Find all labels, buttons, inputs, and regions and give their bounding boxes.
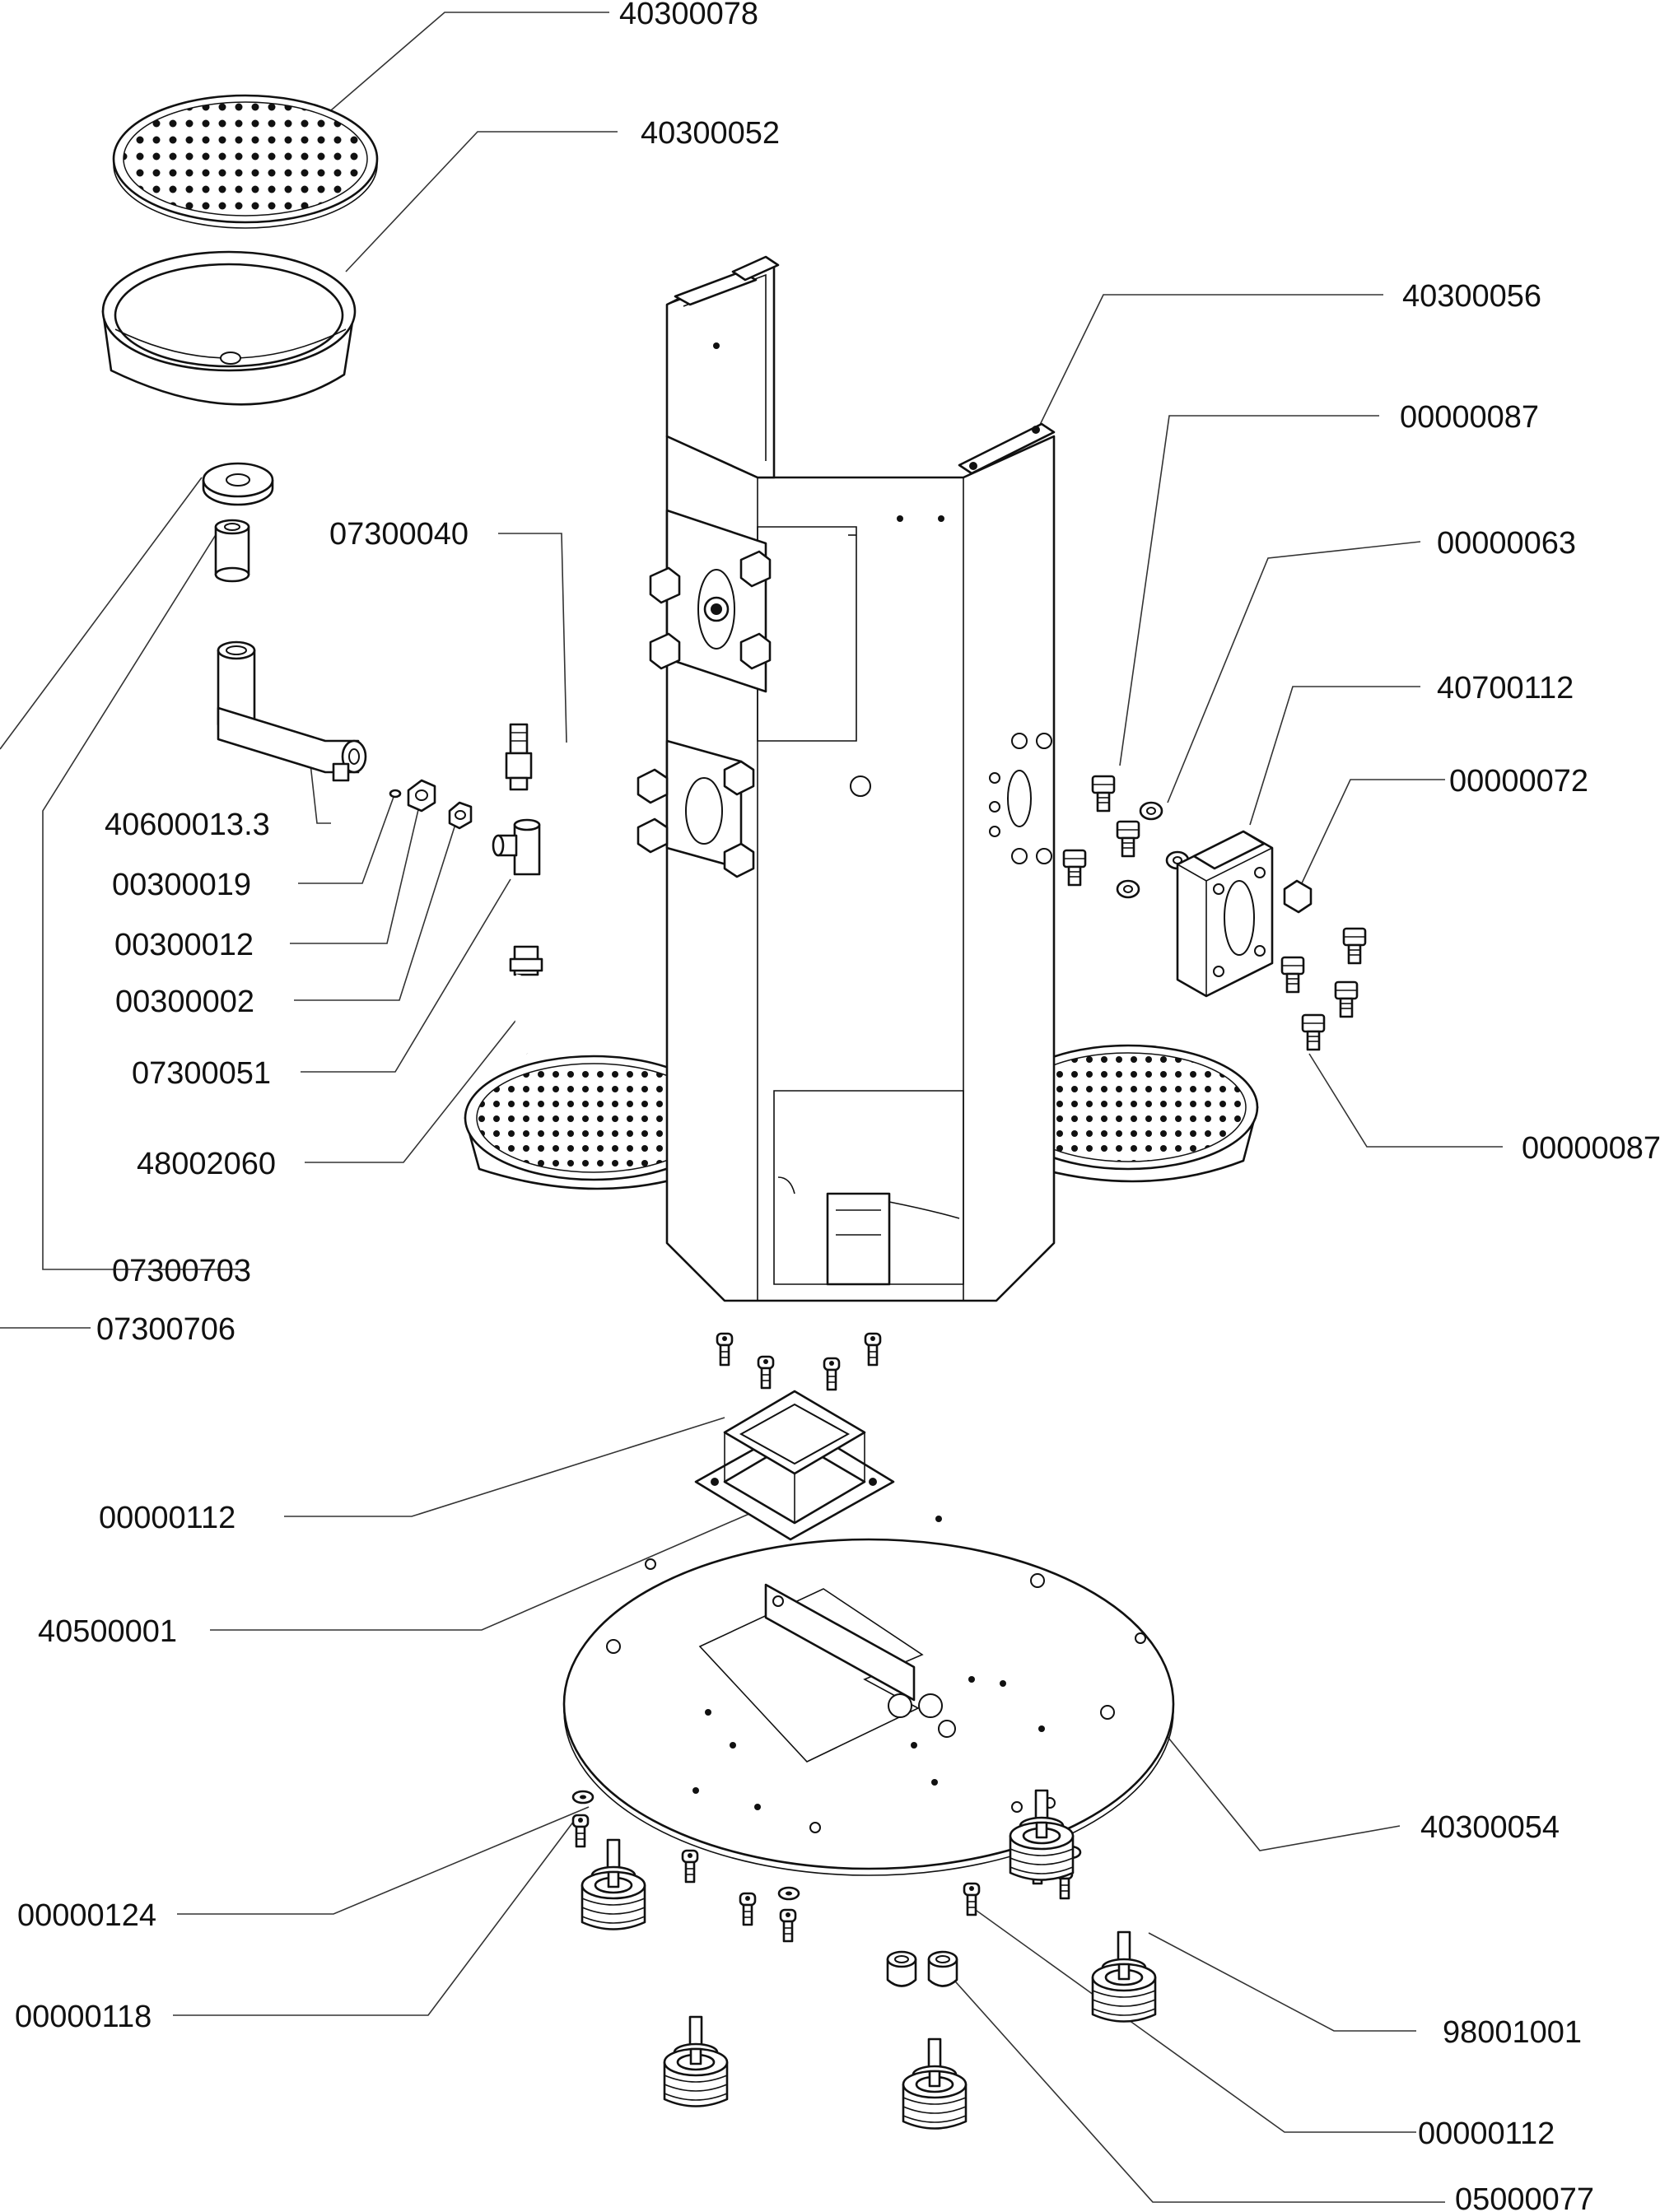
caps-05000077 bbox=[886, 1950, 958, 1987]
drip-tray-40300052 bbox=[101, 250, 357, 406]
small-fitting-parts bbox=[389, 779, 473, 830]
hose-48002060 bbox=[509, 945, 543, 1055]
label-00300012: 00300012 bbox=[114, 928, 254, 962]
base-plate-40300054 bbox=[562, 1516, 1175, 1876]
label-00000072: 00000072 bbox=[1449, 764, 1588, 799]
label-40700112: 40700112 bbox=[1437, 671, 1574, 706]
part-labels: 40300078 40300052 40300056 00000087 0730… bbox=[15, 0, 1661, 2212]
label-40500001: 40500001 bbox=[38, 1614, 177, 1649]
left-group-bracket-upper bbox=[649, 509, 772, 693]
label-07300051: 07300051 bbox=[132, 1056, 271, 1091]
label-48002060: 48002060 bbox=[137, 1147, 276, 1181]
label-40600013-3: 40600013.3 bbox=[105, 808, 270, 842]
label-00000124: 00000124 bbox=[17, 1898, 156, 1933]
right-cup-tray bbox=[997, 1044, 1259, 1183]
label-00000063: 00000063 bbox=[1437, 526, 1576, 561]
label-00000087-top: 00000087 bbox=[1400, 400, 1539, 435]
label-07300706: 07300706 bbox=[96, 1312, 235, 1347]
label-07300703: 07300703 bbox=[112, 1254, 251, 1288]
label-00000118: 00000118 bbox=[15, 2000, 152, 2034]
square-bracket-40500001 bbox=[694, 1390, 895, 1541]
leader-lines bbox=[0, 12, 1503, 2203]
bolts-00000087-upper bbox=[1062, 775, 1140, 887]
left-group-bracket-lower bbox=[636, 739, 755, 878]
bolts-00000087-lower bbox=[1280, 927, 1367, 1051]
label-07300040: 07300040 bbox=[329, 517, 469, 552]
label-40300056: 40300056 bbox=[1402, 279, 1541, 314]
label-40300054: 40300054 bbox=[1420, 1810, 1560, 1845]
perforated-disc-40300078 bbox=[112, 94, 379, 229]
washer-07300706 bbox=[202, 462, 274, 506]
group-bracket-40700112 bbox=[1176, 830, 1274, 998]
sleeve-07300703 bbox=[214, 519, 250, 583]
label-40300052: 40300052 bbox=[641, 116, 780, 151]
label-00300019: 00300019 bbox=[112, 868, 251, 902]
label-00000087-bottom: 00000087 bbox=[1522, 1131, 1661, 1166]
label-40300078: 40300078 bbox=[619, 0, 758, 31]
label-98001001: 98001001 bbox=[1443, 2015, 1582, 2050]
spout-arm-40600013-3 bbox=[217, 640, 367, 782]
screws-00000112-upper bbox=[716, 1332, 882, 1391]
label-00300002: 00300002 bbox=[115, 985, 254, 1019]
screw-00000118 bbox=[571, 1814, 590, 1848]
label-05000077: 05000077 bbox=[1455, 2182, 1594, 2212]
left-cup-tray bbox=[464, 1055, 724, 1190]
nipple-07300040 bbox=[505, 723, 533, 791]
tee-fitting-07300051 bbox=[492, 818, 541, 876]
label-00000112-top: 00000112 bbox=[99, 1501, 235, 1535]
nuts-00000072 bbox=[1283, 879, 1313, 914]
washer-00000124 bbox=[571, 1790, 595, 1805]
label-00000112-bottom: 00000112 bbox=[1418, 2117, 1555, 2151]
